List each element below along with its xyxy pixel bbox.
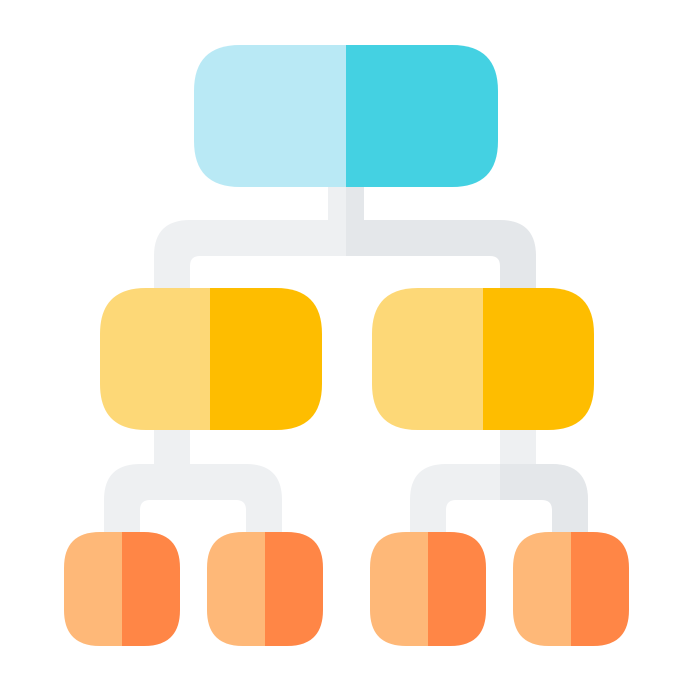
leaf-node-2-light-half [207,532,265,646]
leaf-node-4-light-half [513,532,571,646]
leaf-node-3-light-half [370,532,428,646]
leaf-node-1-light-half [64,532,122,646]
root-node-left-half [194,45,346,187]
root-node [194,45,498,187]
connector-lines [104,180,588,540]
mid-node-left [100,288,322,430]
root-node-right-half [346,45,498,187]
mid-node-left-dark-half [210,288,322,430]
mid-node-right-dark-half [483,288,594,430]
leaf-node-4 [513,532,629,646]
leaf-node-3-dark-half [428,532,486,646]
leaf-node-3 [370,532,486,646]
left-branch-connector [104,464,282,540]
leaf-node-2 [207,532,323,646]
root-stem-connector [328,180,346,226]
mid-node-right-light-half [372,288,483,430]
mid-node-left-light-half [100,288,210,430]
top-branch-connector [154,220,346,300]
right-branch-connector-shade [500,464,588,540]
leaf-node-1-dark-half [122,532,180,646]
leaf-node-4-dark-half [571,532,629,646]
top-branch-connector-shade [346,220,536,300]
mid-node-right [372,288,594,430]
root-stem-connector-shade [346,180,364,226]
leaf-node-1 [64,532,180,646]
leaf-node-2-dark-half [265,532,323,646]
